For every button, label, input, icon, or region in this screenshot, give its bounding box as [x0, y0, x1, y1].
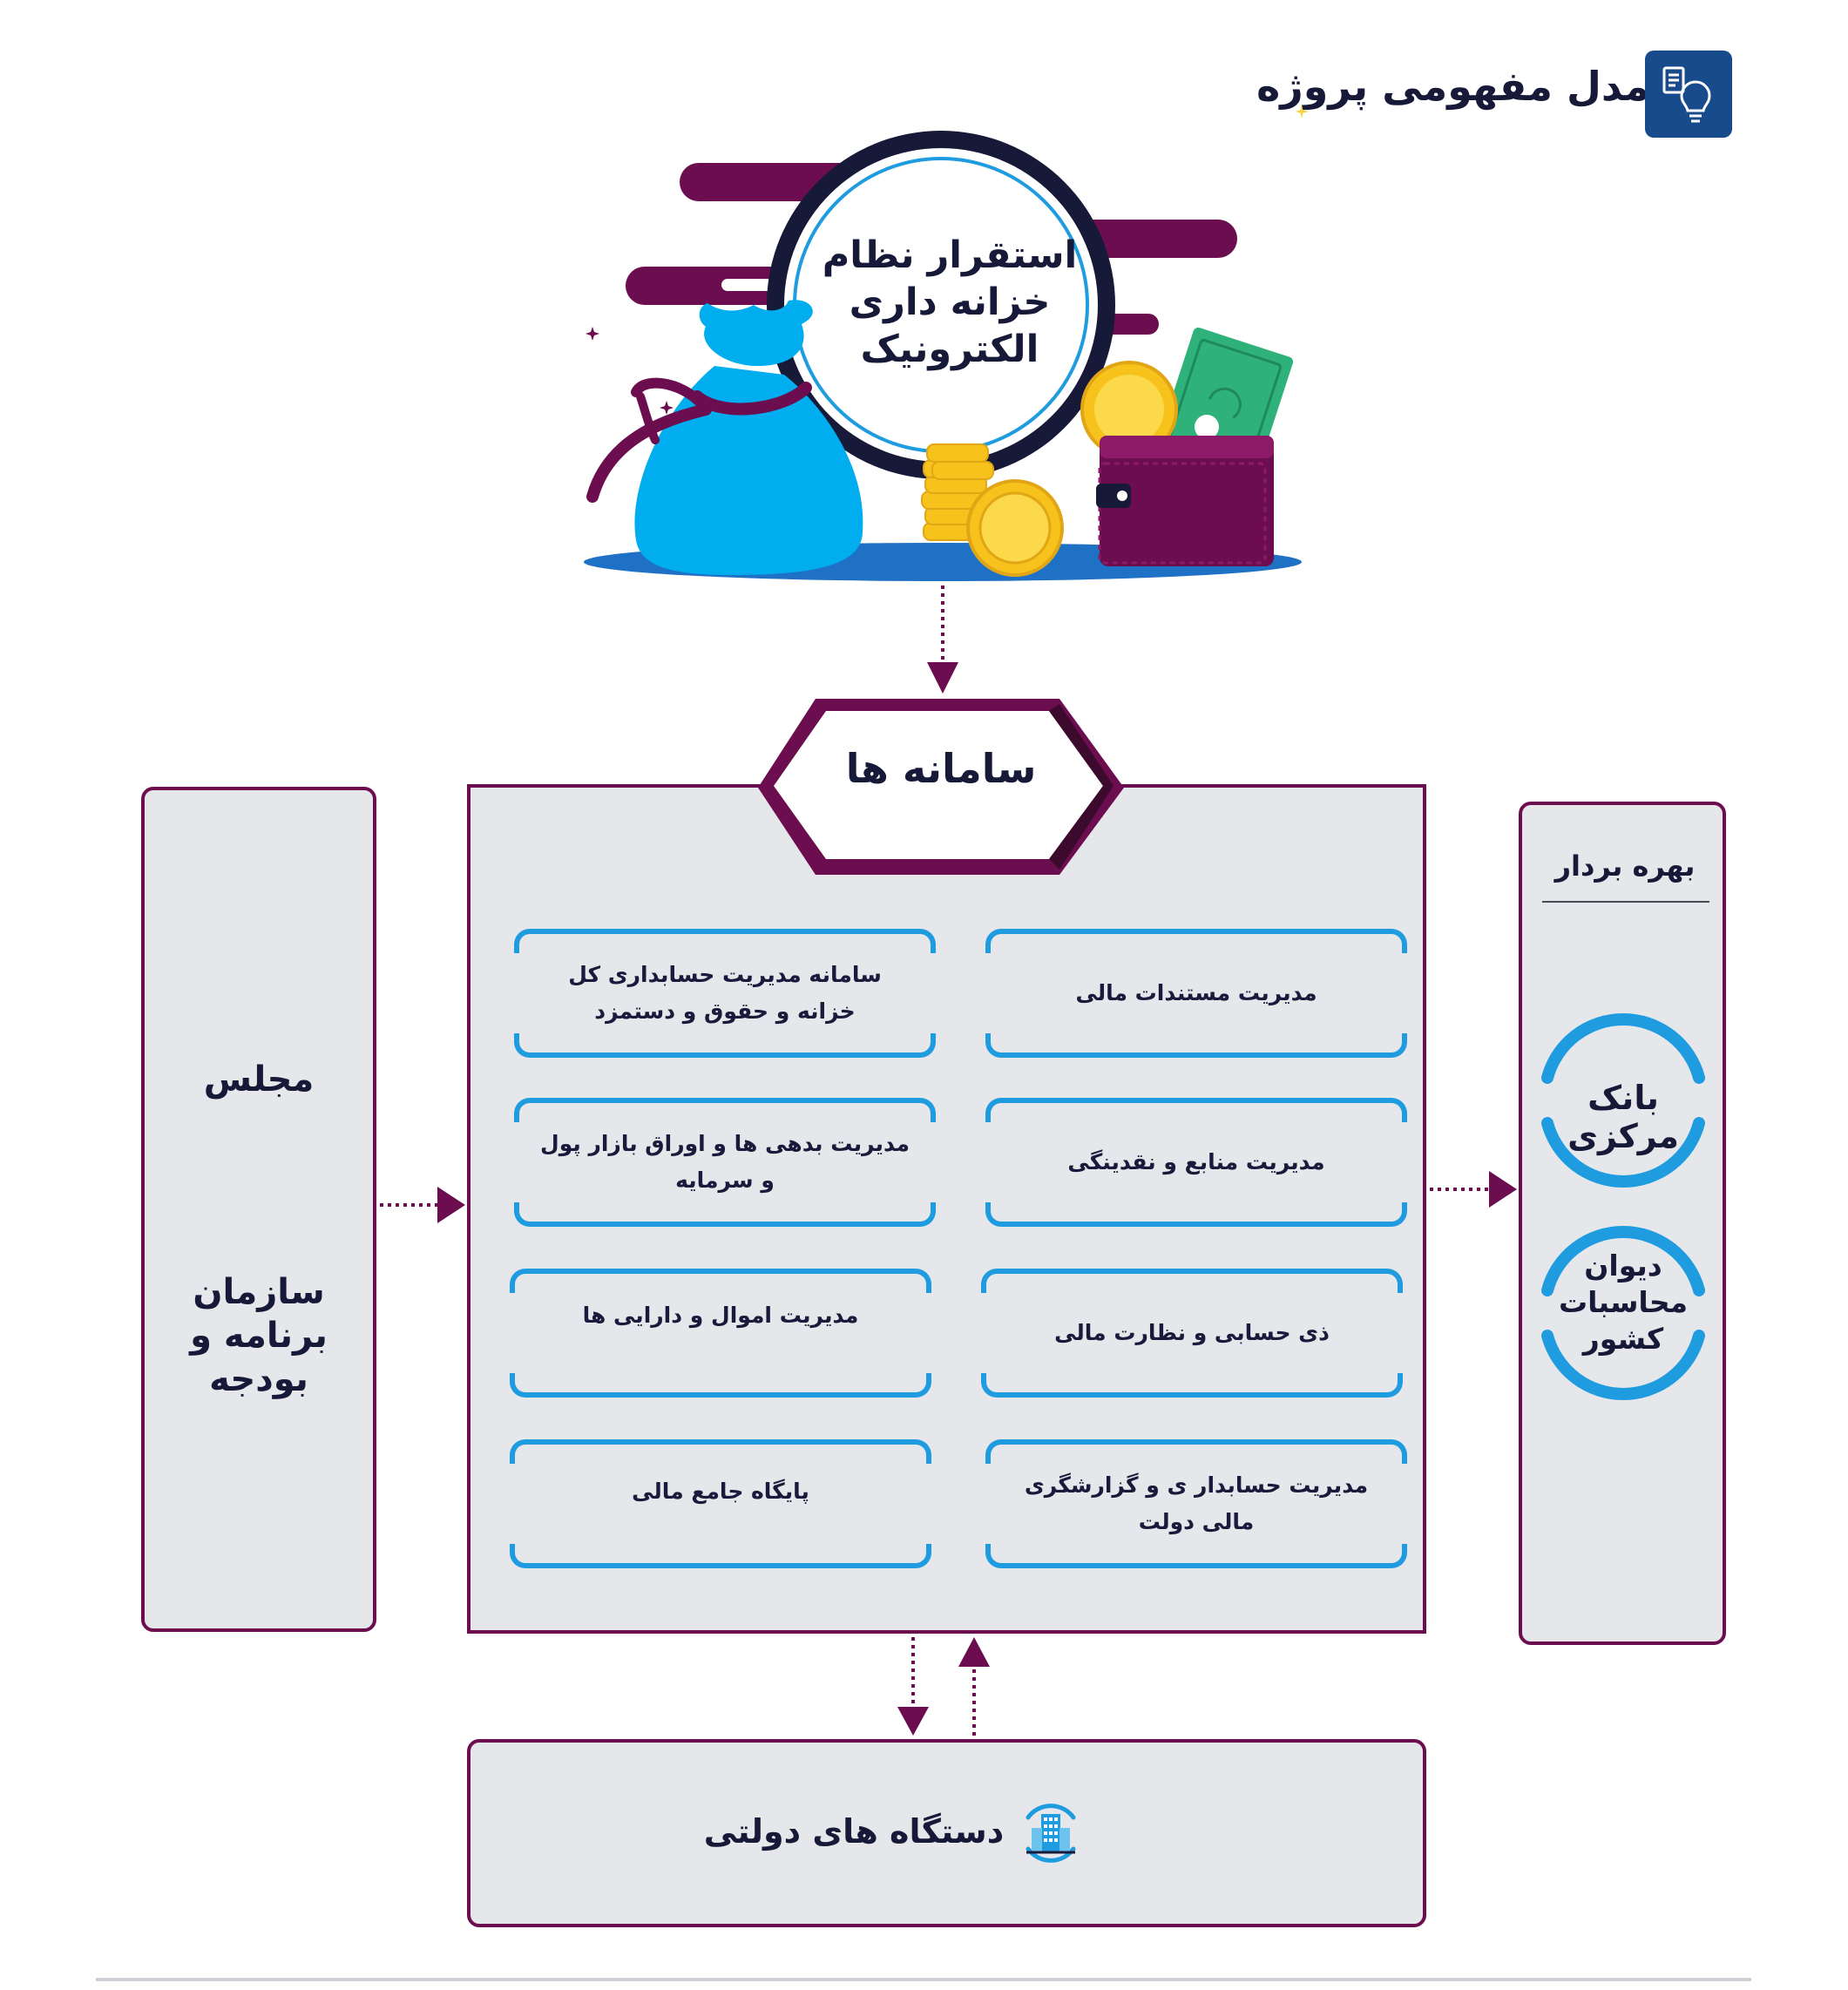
system-card-5: ذی حسابی و نظارت مالی — [981, 1269, 1403, 1398]
system-card-6: مدیریت اموال و دارایی ها — [510, 1269, 931, 1398]
beneficiary-title: بهره بردار — [1554, 849, 1696, 883]
system-card-label: مدیریت بدهی ها و اوراق بازار پول و سرمای… — [540, 1131, 910, 1193]
system-card-2: سامانه مدیریت حسابداری کل خزانه و حقوق و… — [514, 929, 936, 1058]
beneficiary-divider — [1542, 901, 1709, 903]
hero-title-line-3: الکترونیک — [860, 328, 1039, 371]
systems-title: سامانه ها — [845, 745, 1037, 792]
system-card-label: سامانه مدیریت حسابداری کل خزانه و حقوق و… — [568, 962, 882, 1024]
government-agencies-panel — [467, 1739, 1426, 1927]
left-panel — [141, 787, 376, 1632]
system-card-label: مدیریت مستندات مالی — [1075, 980, 1317, 1005]
system-card-label: پایگاه جامع مالی — [632, 1479, 809, 1504]
system-card-7: مدیریت حسابدار ی و گزارشگری مالی دولت — [985, 1439, 1407, 1568]
audit-court-ring — [1541, 1226, 1705, 1400]
system-card-label: مدیریت منابع و نقدینگی — [1067, 1149, 1325, 1174]
system-card-3: مدیریت منابع و نقدینگی — [985, 1098, 1407, 1227]
system-card-label: مدیریت حسابدار ی و گزارشگری مالی دولت — [1024, 1472, 1369, 1534]
central-bank-ring — [1541, 1013, 1705, 1188]
government-building-icon — [1026, 1804, 1076, 1863]
system-card-label: مدیریت اموال و دارایی ها — [582, 1303, 859, 1328]
arrow-hero-to-systems — [927, 585, 958, 694]
sparkle-icon — [1295, 105, 1309, 118]
arrows-systems-government — [897, 1637, 990, 1736]
hero-title-line-1: استقرار نظام — [822, 234, 1078, 277]
systems-panel — [467, 784, 1426, 1634]
hero-title-line-2: خزانه داری — [849, 281, 1051, 324]
arrow-systems-to-beneficiary — [1430, 1171, 1517, 1208]
government-agencies-label: دستگاه های دولتی — [703, 1812, 1005, 1851]
audit-court-label: دیوان محاسبات کشور — [1558, 1249, 1689, 1356]
footer-divider — [96, 1978, 1751, 1981]
central-bank-label: بانک مرکزی — [1567, 1079, 1679, 1155]
left-panel-budget-org: سازمان برنامه و بودجه — [190, 1272, 328, 1399]
arrow-left-to-systems — [380, 1187, 465, 1223]
hero-title: استقرار نظام خزانه داری الکترونیک — [819, 232, 1080, 373]
left-panel-majlis: مجلس — [203, 1059, 315, 1100]
systems-hexagon — [758, 699, 1124, 875]
system-card-label: ذی حسابی و نظارت مالی — [1054, 1320, 1330, 1345]
lightbulb-document-icon — [1645, 51, 1732, 138]
page-title: مدل مفهومی پروژه — [1256, 63, 1649, 110]
hero-illustration — [584, 131, 1302, 581]
system-card-4: مدیریت بدهی ها و اوراق بازار پول و سرمای… — [514, 1098, 936, 1227]
system-card-8: پایگاه جامع مالی — [510, 1439, 931, 1568]
beneficiary-panel — [1519, 802, 1726, 1645]
system-card-1: مدیریت مستندات مالی — [985, 929, 1407, 1058]
